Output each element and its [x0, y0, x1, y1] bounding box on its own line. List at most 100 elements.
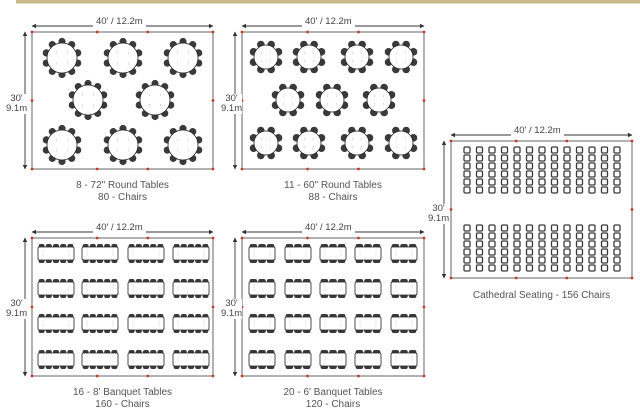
chair-icon — [488, 186, 496, 194]
chair-icon — [525, 186, 534, 194]
round-table-icon — [384, 40, 418, 74]
chair-icon — [613, 256, 621, 264]
chair-icon — [538, 256, 546, 264]
height-ft: 30' — [10, 298, 23, 309]
caption-chairs: 160 - Chairs — [95, 399, 150, 410]
banquet-table-icon — [172, 314, 210, 333]
chair-icon — [525, 232, 534, 240]
tent-pole-marker — [30, 167, 34, 171]
chair-icon — [500, 146, 509, 154]
chair-icon — [613, 186, 621, 194]
round-table-icon — [103, 124, 143, 166]
chair-icon — [563, 162, 571, 170]
banquet-table-icon — [319, 350, 347, 369]
banquet-table-icon — [127, 350, 165, 369]
tent-pole-marker — [422, 30, 426, 34]
banquet-table-icon — [354, 350, 382, 369]
chair-icon — [538, 154, 546, 162]
chair-icon — [575, 170, 584, 178]
tent-layout-round-72 — [22, 23, 215, 171]
tent-pole-marker — [211, 167, 215, 171]
tent-pole-marker — [211, 236, 215, 240]
tent-pole-marker — [211, 305, 215, 309]
chair-icon — [563, 256, 571, 264]
chair-icon — [513, 256, 521, 264]
tent-pole-marker — [240, 167, 244, 171]
chair-icon — [550, 256, 559, 264]
width-dimension-label: 40' / 12.2m — [511, 126, 564, 136]
chair-icon — [563, 264, 571, 272]
caption-chairs: 80 - Chairs — [98, 192, 147, 203]
chair-icon — [550, 232, 559, 240]
chair-icon — [550, 178, 559, 186]
banquet-table-icon — [81, 314, 119, 333]
chair-icon — [525, 224, 534, 232]
chair-icon — [500, 232, 509, 240]
banquet-table-icon — [37, 350, 75, 369]
chair-icon — [475, 248, 484, 256]
banquet-table-icon — [248, 244, 276, 263]
chair-icon — [500, 240, 509, 248]
chair-icon — [563, 146, 571, 154]
chair-icon — [525, 146, 534, 154]
chair-icon — [500, 162, 509, 170]
chair-icon — [500, 178, 509, 186]
chair-icon — [600, 240, 609, 248]
chair-icon — [575, 264, 584, 272]
banquet-table-icon — [37, 314, 75, 333]
tent-layout-banquet-6 — [232, 229, 426, 378]
chair-icon — [513, 154, 521, 162]
banquet-table-icon — [319, 314, 347, 333]
chair-icon — [538, 224, 546, 232]
caption-chairs: 88 - Chairs — [308, 192, 358, 203]
tent-layout-round-60 — [232, 23, 426, 171]
chair-icon — [600, 224, 609, 232]
chair-icon — [588, 170, 596, 178]
round-table-icon — [163, 124, 203, 166]
chair-icon — [463, 248, 471, 256]
banquet-table-icon — [319, 244, 347, 263]
tent-pole-marker — [422, 236, 426, 240]
chair-icon — [475, 186, 484, 194]
banquet-table-icon — [37, 244, 75, 263]
chair-icon — [475, 256, 484, 264]
chair-icon — [488, 224, 496, 232]
chair-icon — [500, 224, 509, 232]
tent-pole-marker — [30, 99, 34, 102]
tent-pole-marker — [422, 99, 426, 102]
round-table-icon — [292, 40, 326, 74]
tent-pole-marker — [30, 374, 34, 378]
round-table-icon — [42, 37, 82, 79]
caption-chairs: 120 - Chairs — [305, 399, 361, 410]
chair-icon — [463, 170, 471, 178]
round-table-icon — [271, 83, 305, 117]
tent-pole-marker — [95, 167, 99, 171]
banquet-table-icon — [127, 279, 165, 298]
tent-pole-marker — [95, 374, 99, 378]
chair-icon — [575, 232, 584, 240]
height-dimension-label: 30' 9.1m — [221, 299, 243, 319]
round-table-icon — [362, 83, 396, 117]
height-m: 9.1m — [221, 103, 243, 114]
chair-icon — [488, 256, 496, 264]
caption-tables: 16 - 8' Banquet Tables — [72, 387, 173, 398]
tent-pole-marker — [30, 30, 34, 34]
tent-pole-marker — [422, 305, 426, 309]
chair-icon — [475, 154, 484, 162]
banquet-table-icon — [81, 244, 119, 263]
tent-pole-marker — [514, 276, 518, 280]
chair-icon — [588, 224, 596, 232]
height-ft: 30' — [10, 93, 23, 104]
chair-icon — [475, 170, 484, 178]
chair-icon — [525, 162, 534, 170]
chair-icon — [575, 256, 584, 264]
chair-icon — [538, 162, 546, 170]
chair-icon — [600, 162, 609, 170]
height-dimension-label: 30' 9.1m — [6, 298, 28, 319]
tent-pole-marker — [240, 236, 244, 240]
chair-icon — [600, 170, 609, 178]
height-dimension-label: 30' 9.1m — [221, 94, 243, 114]
chair-icon — [475, 162, 484, 170]
chair-icon — [538, 186, 546, 194]
banquet-table-icon — [390, 350, 418, 369]
